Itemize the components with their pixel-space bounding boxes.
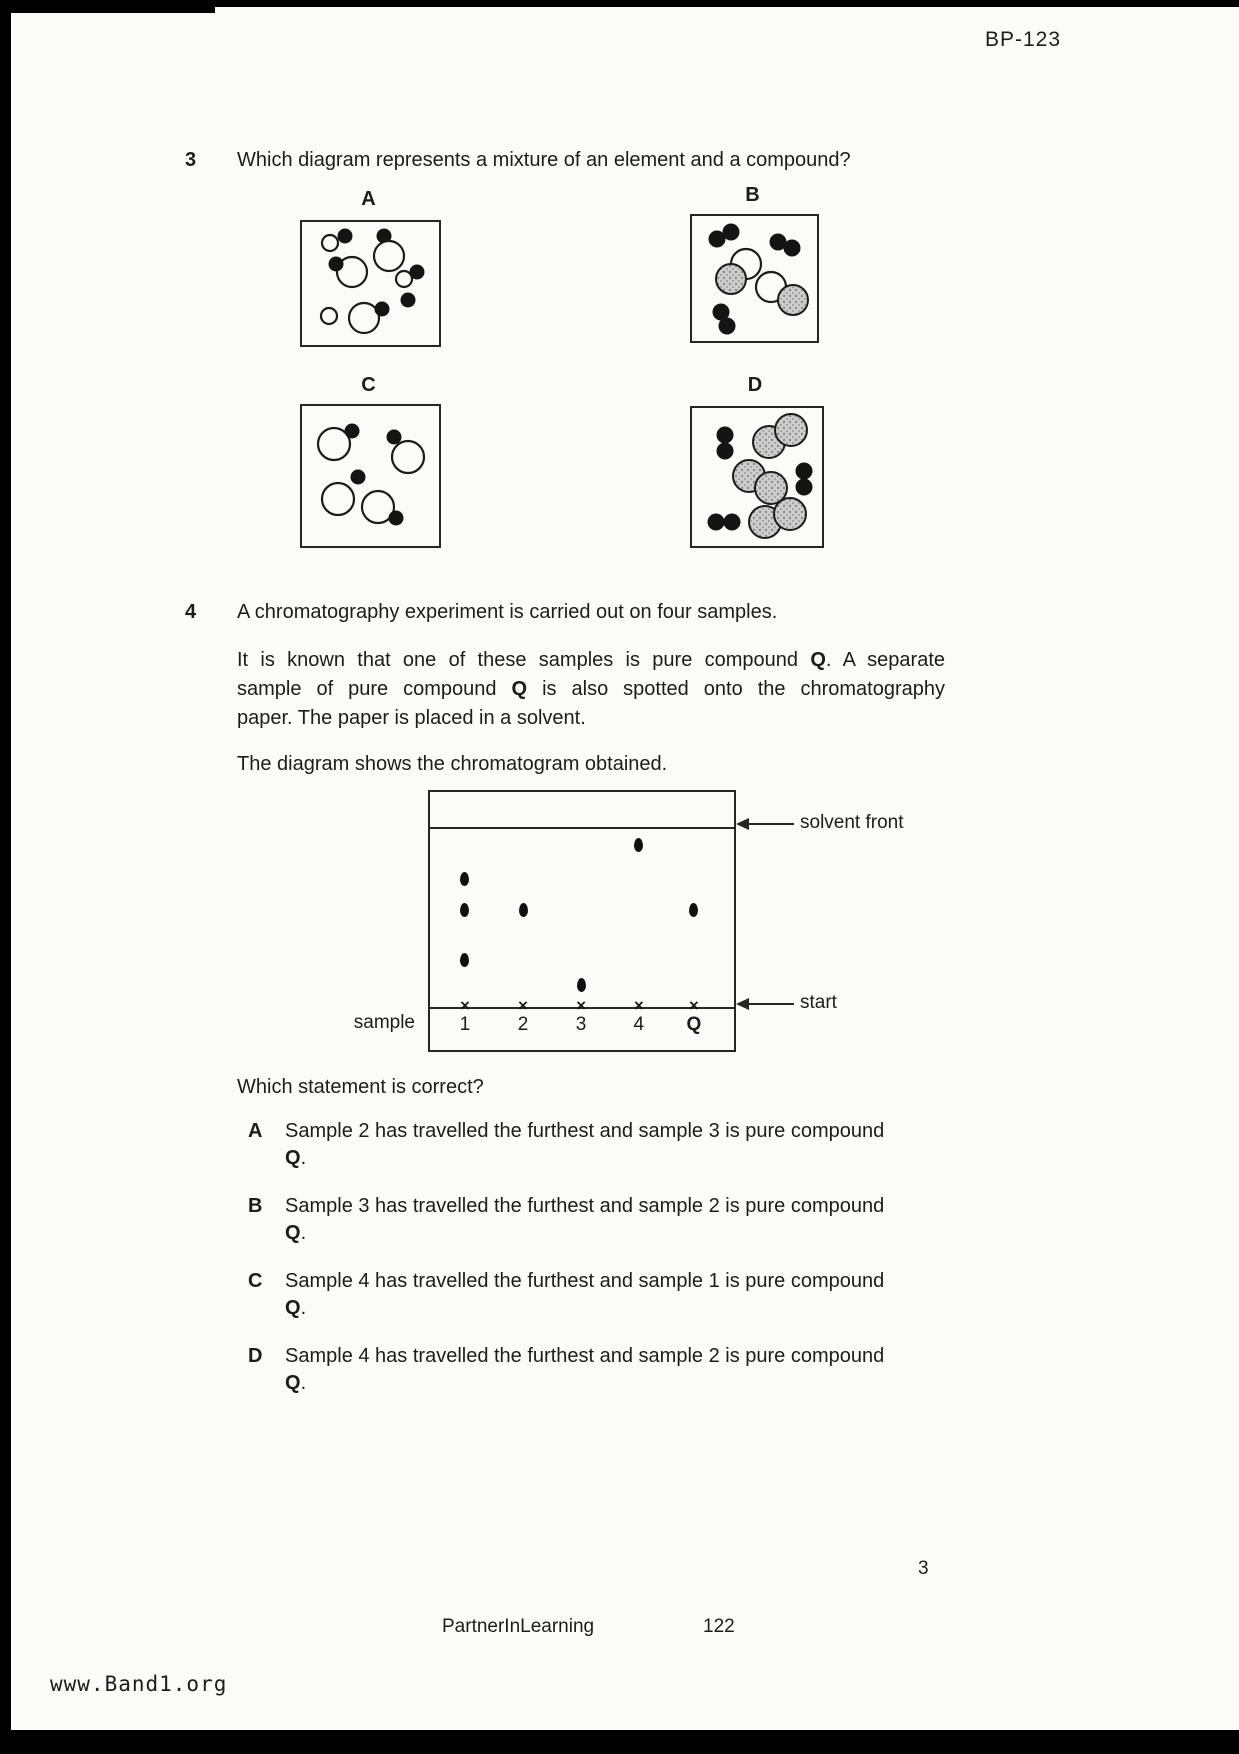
choice-c-text: Sample 4 has travelled the furthest and …	[285, 1270, 885, 1292]
choice-c: C Sample 4 has travelled the furthest an…	[248, 1268, 948, 1322]
choice-b: B Sample 3 has travelled the furthest an…	[248, 1193, 948, 1247]
scan-blob-top-left	[0, 0, 215, 13]
q4-question: Which statement is correct?	[237, 1076, 484, 1098]
solvent-front-arrow-icon	[736, 818, 749, 830]
lane-label-1: 1	[459, 1014, 471, 1035]
start-cross-Q: ×	[688, 996, 699, 1015]
particle-diagram-d	[690, 406, 824, 548]
chromatogram-spot	[576, 978, 586, 993]
q3-number: 3	[185, 149, 197, 171]
choice-a-letter: A	[248, 1120, 263, 1142]
chromatogram-spot	[460, 872, 470, 887]
choice-d-letter: D	[248, 1345, 263, 1367]
start-arrow-icon	[736, 998, 749, 1010]
footer-page-number: 122	[703, 1616, 735, 1637]
diagram-label-b: B	[745, 184, 760, 206]
particle-diagram-c-image	[316, 423, 426, 526]
start-cross-2: ×	[518, 996, 528, 1015]
choice-c-letter: C	[248, 1270, 263, 1292]
lane-label-4: 4	[633, 1014, 645, 1035]
page-number: 3	[918, 1558, 929, 1579]
q4-diagram-caption: The diagram shows the chromatogram obtai…	[237, 753, 668, 775]
diagram-label-a: A	[361, 188, 376, 210]
q3-prompt: Which diagram represents a mixture of an…	[237, 149, 851, 171]
start-line	[430, 1007, 734, 1009]
lane-label-3: 3	[575, 1014, 587, 1035]
start-cross-4: ×	[633, 996, 644, 1015]
sample-axis-label: sample	[353, 1012, 415, 1033]
document-reference: BP-123	[985, 28, 1062, 51]
q4-paragraph: It is known that one of these samples is…	[237, 646, 945, 733]
q4-paragraph-line3: paper. The paper is placed in a solvent.	[237, 707, 586, 729]
diagram-label-d: D	[747, 374, 763, 396]
choice-d-text: Sample 4 has travelled the furthest and …	[285, 1345, 885, 1367]
start-cross-3: ×	[576, 996, 587, 1015]
chromatogram-spot	[518, 902, 528, 917]
solvent-front-arrow-line	[748, 823, 794, 825]
choice-d: D Sample 4 has travelled the furthest an…	[248, 1343, 948, 1397]
particle-diagram-c	[300, 404, 441, 548]
start-label: start	[800, 992, 837, 1013]
q4-intro: A chromatography experiment is carried o…	[237, 601, 778, 623]
choice-b-letter: B	[248, 1195, 263, 1217]
q4-number: 4	[185, 601, 197, 623]
footer-brand: PartnerInLearning	[442, 1616, 595, 1637]
particle-diagram-b-image	[708, 223, 809, 335]
choice-a: A Sample 2 has travelled the furthest an…	[248, 1118, 948, 1172]
chromatogram-spot	[689, 902, 699, 917]
watermark-url: www.Band1.org	[50, 1672, 228, 1696]
scan-edge-left	[0, 0, 11, 1754]
solvent-front-label: solvent front	[800, 812, 904, 833]
particle-diagram-d-image	[707, 413, 813, 539]
choice-b-text: Sample 3 has travelled the furthest and …	[285, 1195, 885, 1217]
chromatogram-spot	[634, 838, 644, 852]
solvent-front-line	[430, 827, 734, 829]
particle-diagram-b	[690, 214, 819, 343]
scan-edge-top	[0, 0, 1239, 7]
diagram-label-c: C	[361, 374, 376, 396]
choice-a-text: Sample 2 has travelled the furthest and …	[285, 1120, 885, 1142]
choice-a-text2: Q.	[285, 1147, 307, 1169]
q4-paragraph-line2: sample of pure compound Q is also spotte…	[237, 678, 945, 700]
choice-c-text2: Q.	[285, 1297, 307, 1319]
particle-diagram-a-image	[319, 228, 425, 335]
start-cross-1: ×	[459, 996, 470, 1015]
choice-b-text2: Q.	[285, 1222, 307, 1244]
lane-label-Q: Q	[686, 1014, 702, 1035]
start-arrow-line	[748, 1003, 794, 1005]
chromatogram-paper: ×1×2×3×4×Q	[428, 790, 736, 1052]
scan-edge-bottom	[0, 1730, 1239, 1754]
q4-paragraph-line1: It is known that one of these samples is…	[237, 649, 946, 671]
particle-diagram-a	[300, 220, 441, 347]
choice-d-text2: Q.	[285, 1372, 307, 1394]
chromatogram-spot	[460, 902, 470, 917]
lane-label-2: 2	[517, 1014, 529, 1035]
chromatogram-spot	[460, 953, 470, 968]
